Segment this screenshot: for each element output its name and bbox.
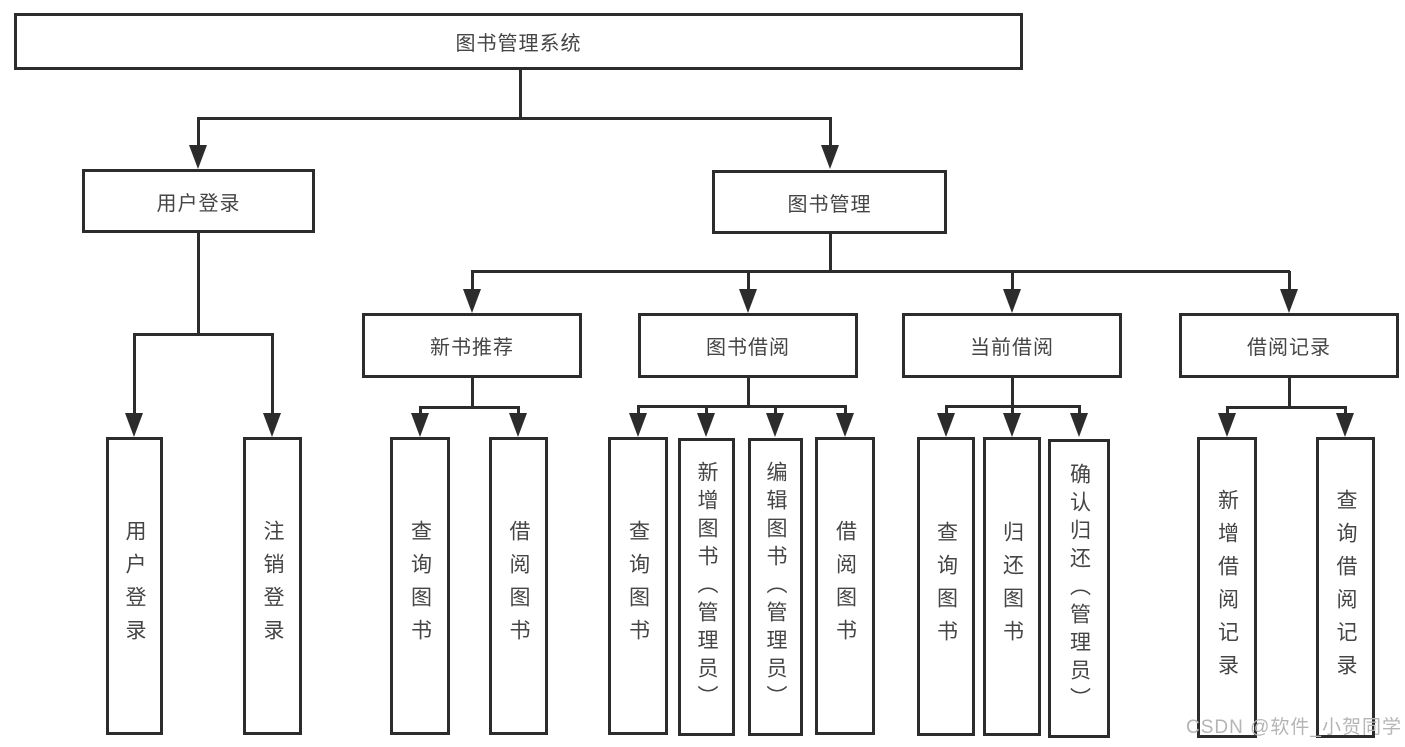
connector-leaf <box>1011 406 1014 417</box>
arrow-down-icon <box>263 413 281 437</box>
leaf-add-book-admin: 新增图书（管理员） <box>678 438 735 736</box>
arrow-down-icon <box>1218 413 1236 437</box>
leaf-edit-book-admin-label: 编辑图书（管理员） <box>764 461 787 713</box>
arrow-down-icon <box>1280 289 1298 313</box>
connector-to-borrow-records <box>1288 271 1291 293</box>
leaf-query-books-current: 查询图书 <box>917 437 975 736</box>
node-borrow-records: 借阅记录 <box>1179 313 1399 378</box>
connector-new-book-stem <box>471 378 474 408</box>
connector-leaf <box>1226 407 1229 417</box>
node-book-management-label: 图书管理 <box>787 193 872 216</box>
node-book-borrow-label: 图书借阅 <box>706 337 790 359</box>
leaf-user-login-label: 用户登录 <box>123 520 146 652</box>
connector-leaf <box>945 406 948 417</box>
leaf-query-books-label: 查询图书 <box>408 520 432 652</box>
leaf-borrow-books-recommend: 借阅图书 <box>489 437 548 735</box>
node-new-book-recommend-label: 新书推荐 <box>430 337 514 359</box>
node-user-login-label: 用户登录 <box>156 192 241 215</box>
leaf-query-books-label: 查询图书 <box>626 520 650 652</box>
leaf-query-books-borrow: 查询图书 <box>608 437 668 735</box>
connector-leaf <box>637 406 640 417</box>
connector-to-book-management <box>829 118 832 150</box>
node-user-login: 用户登录 <box>82 169 315 233</box>
connector-leaf <box>419 407 422 417</box>
connector-to-user-login <box>197 118 200 150</box>
connector-leaf <box>705 406 708 417</box>
leaf-borrow-books-label: 借阅图书 <box>507 520 530 652</box>
connector-leaf <box>1344 407 1347 417</box>
connector-borrow-records-stem <box>1288 378 1291 408</box>
connector-book-management-branch <box>471 270 1290 273</box>
node-current-borrow: 当前借阅 <box>902 313 1122 378</box>
arrow-down-icon <box>1070 413 1088 437</box>
connector-leaf <box>774 406 777 417</box>
arrow-down-icon <box>1336 413 1354 437</box>
leaf-add-borrow-record: 新增借阅记录 <box>1197 437 1257 738</box>
connector-leaf <box>1078 406 1081 417</box>
arrow-down-icon <box>411 413 429 437</box>
connector-book-management-stem <box>829 234 832 273</box>
node-library-system: 图书管理系统 <box>14 13 1023 70</box>
arrow-down-icon <box>836 413 854 437</box>
connector-leaf <box>844 406 847 417</box>
connector-user-login-stem <box>197 233 200 336</box>
arrow-down-icon <box>629 413 647 437</box>
connector-root-branch <box>197 117 832 120</box>
arrow-down-icon <box>189 145 207 169</box>
leaf-edit-book-admin: 编辑图书（管理员） <box>748 438 803 736</box>
arrow-down-icon <box>821 145 839 169</box>
connector-leaf <box>517 407 520 417</box>
arrow-down-icon <box>766 413 784 437</box>
arrow-down-icon <box>1003 413 1021 437</box>
leaf-return-books: 归还图书 <box>983 437 1041 736</box>
node-book-borrow: 图书借阅 <box>638 313 858 378</box>
watermark: CSDN @软件_小贺同学 <box>1186 717 1402 738</box>
node-book-management: 图书管理 <box>712 170 947 234</box>
connector-to-current-borrow <box>1011 271 1014 293</box>
leaf-add-book-admin-label: 新增图书（管理员） <box>695 461 718 713</box>
arrow-down-icon <box>509 413 527 437</box>
connector-book-borrow-branch <box>637 405 847 408</box>
leaf-query-books-label: 查询图书 <box>934 520 958 653</box>
arrow-down-icon <box>1003 289 1021 313</box>
connector-to-leaf-logout <box>271 334 274 416</box>
leaf-logout: 注销登录 <box>243 437 302 735</box>
connector-root-stem <box>519 70 522 118</box>
leaf-confirm-return-admin-label: 确认归还（管理员） <box>1067 462 1091 715</box>
leaf-query-books-recommend: 查询图书 <box>390 437 450 735</box>
arrow-down-icon <box>125 413 143 437</box>
connector-user-login-branch <box>133 333 274 336</box>
leaf-query-borrow-record: 查询借阅记录 <box>1316 437 1375 738</box>
arrow-down-icon <box>697 413 715 437</box>
connector-to-book-borrow <box>747 271 750 293</box>
arrow-down-icon <box>937 413 955 437</box>
leaf-add-borrow-record-label: 新增借阅记录 <box>1215 488 1239 687</box>
leaf-query-borrow-record-label: 查询借阅记录 <box>1334 488 1357 687</box>
node-new-book-recommend: 新书推荐 <box>362 313 582 378</box>
connector-book-borrow-stem <box>747 378 750 407</box>
leaf-confirm-return-admin: 确认归还（管理员） <box>1048 439 1110 738</box>
leaf-logout-label: 注销登录 <box>261 520 284 652</box>
node-library-system-label: 图书管理系统 <box>455 33 582 55</box>
connector-current-borrow-stem <box>1011 378 1014 407</box>
leaf-borrow-books-borrow: 借阅图书 <box>815 437 875 735</box>
arrow-down-icon <box>463 289 481 313</box>
leaf-return-books-label: 归还图书 <box>1000 520 1024 653</box>
connector-to-new-book <box>471 271 474 293</box>
connector-new-book-branch <box>419 406 520 409</box>
connector-to-leaf-user-login <box>133 334 136 416</box>
node-current-borrow-label: 当前借阅 <box>970 337 1054 359</box>
leaf-borrow-books-label: 借阅图书 <box>833 520 857 652</box>
arrow-down-icon <box>739 289 757 313</box>
leaf-user-login: 用户登录 <box>106 437 163 735</box>
connector-borrow-records-branch <box>1226 406 1347 409</box>
node-borrow-records-label: 借阅记录 <box>1247 337 1331 359</box>
